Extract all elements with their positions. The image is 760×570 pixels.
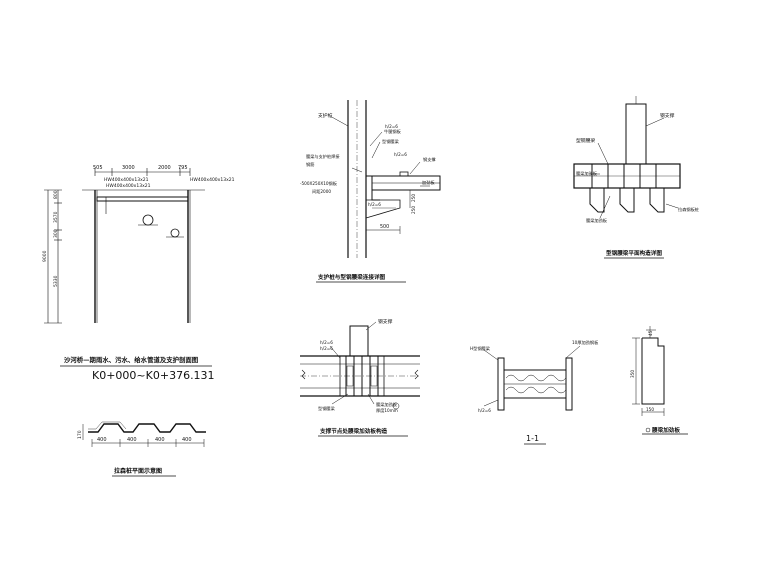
label-spacing: 间距2000 [312,188,331,195]
stiffener-detail [632,326,688,435]
dim-top-505: 505 [93,165,103,171]
pile-depth-170: 170 [77,430,83,439]
dim-total-9000: 9000 [42,250,48,262]
label-weld: 腰梁与支护桩焊接 [306,153,340,160]
section-view [44,168,212,367]
strut-label-2: HW400x400x13x21 [106,183,151,189]
pile-plan-title: 拉森桩平面示意图 [114,467,162,475]
node-detail-title: 支撑节点处腰梁加劲板构造 [319,427,388,435]
label-waler: 型钢腰梁 [382,138,400,145]
pile-dim-2: 400 [127,437,137,443]
pile-purlin-detail-text: 支护桩 牛腿钢板 型钢腰梁 钢支撑 腰梁与支护桩焊接 钢筋 加劲板 -500X2… [300,112,436,281]
node-detail [300,321,420,437]
section-1-1-text: H型钢腰梁 10厚加劲钢板 h/2=6 1-1 [470,339,599,443]
pile-plan [82,421,206,477]
section-1-1 [483,345,581,445]
label-waler-beam: 型钢腰梁 [576,137,595,144]
label-support-pile: 支护桩 [318,112,333,119]
label-stiffener-a: 腰梁加劲板 [576,170,598,177]
pile-dim-1: 400 [97,437,107,443]
strut-label-3: HW400x400x13x21 [190,177,235,183]
waler-plan-detail-text: 型钢腰梁 钢支撑 腰梁加劲板 腰梁加劲板 拉森钢板桩 型钢腰梁平面构造详图 [576,112,699,257]
dim-left-300: 300 [53,229,59,238]
label-larssen-pile: 拉森钢板桩 [678,206,699,213]
label-weld-size-1: h/2=6 [385,124,398,129]
dim-left-3570: 3570 [53,211,59,223]
dim-left-5330: 5330 [53,275,59,287]
label-bracket-plate: 牛腿钢板 [384,128,402,135]
dim-250-a: 250 [411,194,416,202]
pile-dim-4: 400 [182,437,192,443]
label-node-stiffener: 腰梁加劲板 [376,401,398,408]
section-view-subtitle: K0+000~K0+376.131 [92,369,215,382]
label-node-weld-b: h/2=6 [320,346,333,351]
label-steel-brace: 钢支撑 [423,156,436,163]
label-10mm-plate: 10厚加劲钢板 [572,339,599,346]
dim-left-800: 800 [53,190,59,199]
pile-purlin-detail [316,100,441,283]
label-node-thickness: 厚度10mm [376,407,398,414]
dim-150: 150 [646,407,654,412]
label-stiffener: 加劲板 [422,179,435,186]
waler-plan-title: 型钢腰梁平面构造详图 [606,249,662,257]
pile-dim-3: 400 [155,437,165,443]
section-view-title: 沙河桥—期雨水、污水、给水管道及支护剖面图 [64,355,198,364]
label-node-waler: 型钢腰梁 [318,405,336,412]
dim-top-3000: 3000 [122,165,135,171]
stiffener-title: 腰梁加劲板 [651,426,680,434]
label-rebar: 钢筋 [306,161,314,168]
pile-purlin-detail-title: 支护桩与型钢腰梁连接详图 [317,273,386,281]
node-detail-text: 钢支撑 h/2=6 h/2=6 型钢腰梁 腰梁加劲板 厚度10mm 支撑节点处腰… [318,318,398,435]
label-stiffener-b: 腰梁加劲板 [586,217,608,224]
label-steel-plate: -500X250X10钢板 [300,180,338,187]
stiffener-detail-text: 45 350 150 腰梁加劲板 [630,330,680,434]
dim-top-795: 795 [178,165,188,171]
dim-250-b: 250 [411,206,416,214]
label-11-weld: h/2=6 [478,408,491,413]
dim-500: 500 [380,224,389,230]
waler-plan-detail [573,96,681,259]
dim-45: 45 [648,330,653,336]
label-node-weld-a: h/2=6 [320,340,333,345]
pile-plan-text: 170 400 400 400 400 拉森桩平面示意图 [77,430,192,475]
label-node-brace: 钢支撑 [378,318,393,325]
strut-label-1: HW400x400x13x21 [104,177,149,183]
label-weld-size-3: h/2=6 [368,202,381,207]
label-brace: 钢支撑 [660,112,675,119]
section-view-text: 505 3000 2000 795 HW400x400x13x21 HW400x… [42,165,235,382]
dim-top-2000: 2000 [158,165,171,171]
label-weld-size-2: h/2=6 [394,152,407,157]
label-h-waler: H型钢腰梁 [470,345,491,352]
dim-350: 350 [630,370,635,378]
section-1-1-title: 1-1 [526,434,539,443]
